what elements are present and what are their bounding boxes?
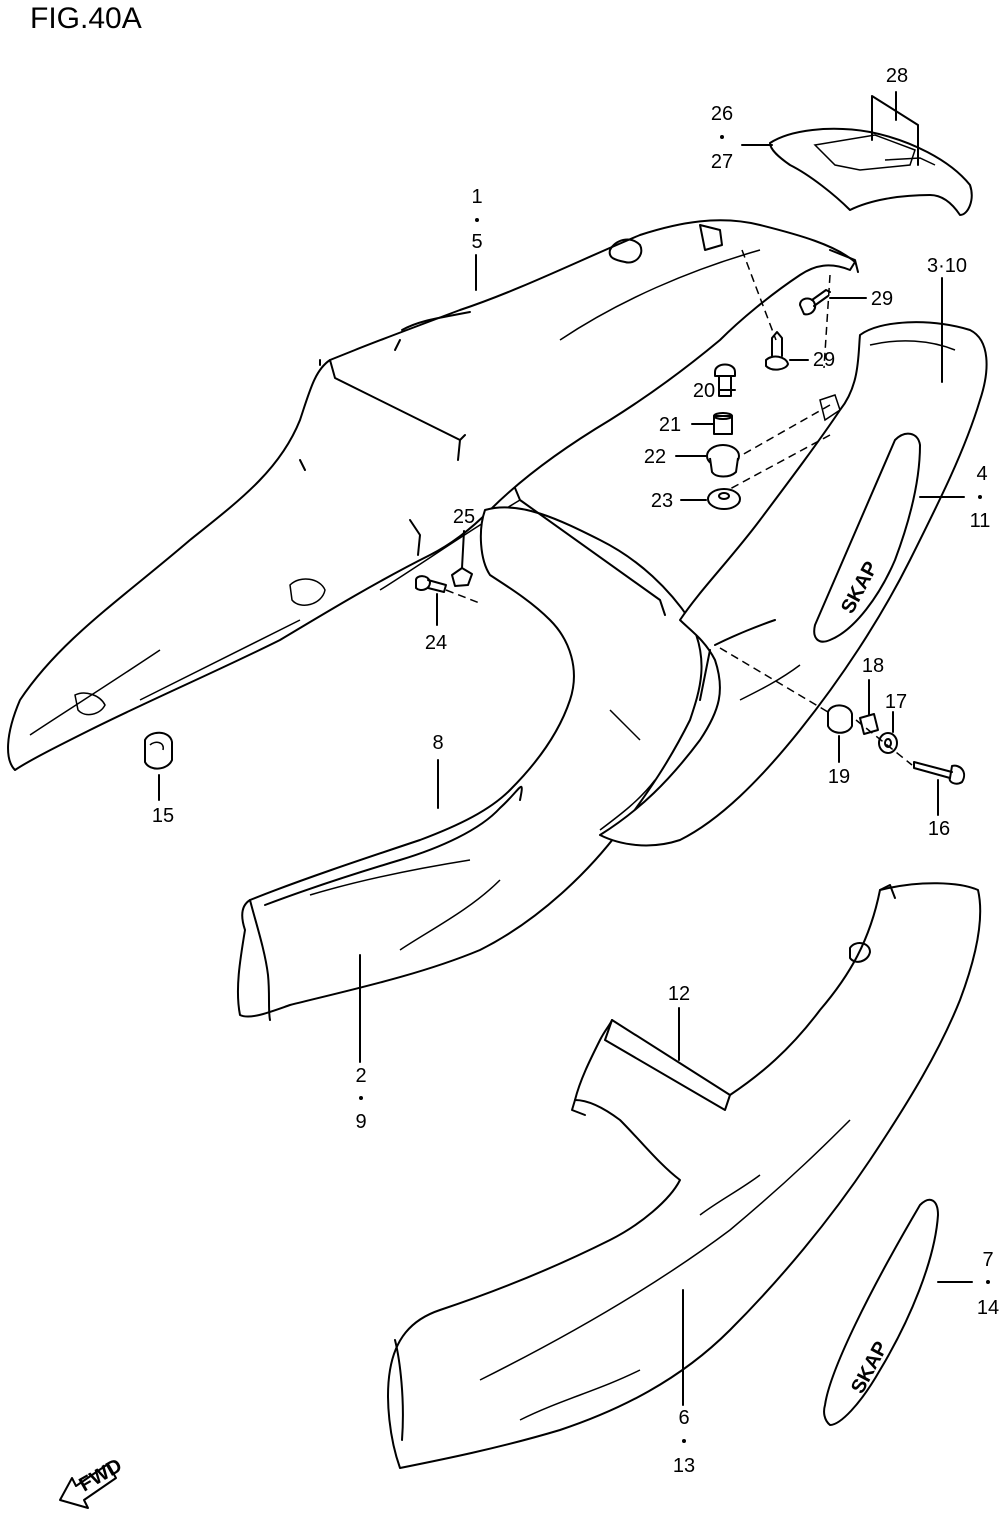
grommet-19-icon	[827, 704, 853, 734]
callout-12: 12	[668, 983, 690, 1005]
callout-21: 21	[659, 414, 681, 436]
emblem-7-14: SKAP	[823, 1198, 939, 1426]
fwd-label: FWD	[76, 1455, 126, 1497]
callout-23: 23	[651, 490, 673, 512]
callout-29b: 29	[813, 349, 835, 371]
callout-25: 25	[453, 506, 475, 528]
callout-17: 17	[885, 691, 907, 713]
callout-2: 2	[355, 1065, 366, 1087]
frame-cover-upper	[7, 219, 859, 771]
callout-11: 11	[970, 510, 991, 532]
callout-22: 22	[644, 446, 666, 468]
figure-title: FIG.40A	[30, 2, 142, 35]
callout-19: 19	[828, 766, 850, 788]
frame-cover-lower	[387, 882, 982, 1469]
callout-28: 28	[886, 65, 908, 87]
callout-4: 4	[976, 463, 987, 485]
callout-16: 16	[928, 818, 950, 840]
callout-7: 7	[982, 1249, 993, 1271]
callout-3-10: 3·10	[927, 255, 967, 277]
callout-1: 1	[471, 186, 482, 208]
callout-5: 5	[471, 231, 482, 253]
collar-21-icon	[713, 412, 733, 435]
seat-tail-cowl	[769, 127, 973, 216]
frame-cover-center	[236, 487, 703, 1021]
callout-6: 6	[678, 1407, 689, 1429]
callout-18: 18	[862, 655, 884, 677]
callout-24: 24	[425, 632, 447, 654]
callout-9: 9	[355, 1111, 366, 1133]
bolt-16-icon	[913, 761, 966, 785]
washer-23-icon	[707, 488, 741, 510]
callout-20: 20	[693, 380, 715, 402]
bolt-20-icon	[714, 363, 736, 397]
screw-24-icon	[415, 575, 447, 593]
callout-15: 15	[152, 805, 174, 827]
grommet-15-icon	[144, 731, 173, 770]
washer-17-icon	[878, 732, 898, 754]
fwd-arrow-icon: FWD	[59, 1455, 126, 1509]
screw-29a-icon	[799, 289, 831, 316]
callout-26: 26	[711, 103, 733, 125]
callout-14: 14	[977, 1297, 999, 1319]
callout-29a: 29	[871, 288, 893, 310]
callout-27: 27	[711, 151, 733, 173]
callout-8: 8	[432, 732, 443, 754]
nut-25-icon	[451, 567, 473, 587]
callout-13: 13	[673, 1455, 695, 1477]
screw-29b-icon	[765, 331, 789, 371]
leader-lines	[158, 91, 973, 1406]
callout-labels: 1 5 26 27 28 3·10 29 29 20 21 22 23 4 11…	[152, 65, 999, 1477]
grommet-22-icon	[706, 444, 740, 478]
